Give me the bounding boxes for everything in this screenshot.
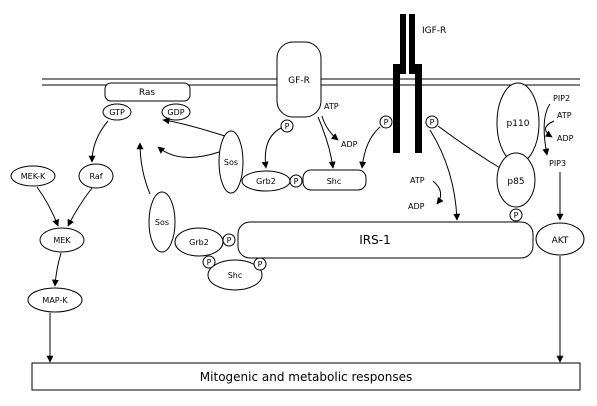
ras-box [104,82,191,102]
sos-upper-node [218,130,244,194]
grb2-upper-label: Grb2 [256,177,276,186]
shc-lower-node [207,259,263,291]
phospho-grb2-shc-upper [289,174,303,188]
shc-upper-label: Shc [327,177,342,186]
phospho-grb2-shc-lower [202,255,216,269]
atp-pi3k-label: ATP [557,111,572,120]
phospho-shc-irs [253,257,267,271]
phospho-label: P [258,260,263,269]
ras-label: Ras [139,88,156,98]
phospho-label: P [514,211,519,220]
sos-lower-label: Sos [155,218,169,227]
irs1-box [237,221,534,259]
atp-igf-label: ATP [410,176,425,185]
phospho-label: P [227,236,232,245]
shc-lower-label: Shc [228,271,243,280]
phospho-igfr-right [425,115,439,129]
adp-igf-label: ADP [408,202,425,211]
akt-node [535,222,585,256]
mek-node [39,227,85,253]
grb2-lower-label: Grb2 [189,238,209,247]
mek-k-node [10,165,56,187]
atp-grf-label: ATP [324,102,339,111]
sos-upper-label: Sos [224,158,238,167]
phospho-p85 [509,208,523,222]
igf-receptor [393,14,422,153]
akt-label: AKT [552,236,569,246]
map-k-node [27,287,83,313]
adp-grf-label: ADP [341,140,358,149]
p85-node [496,152,536,208]
gtp-node [102,103,132,121]
raf-label: Raf [89,172,102,181]
mek-k-label: MEK-K [21,172,46,181]
shc-upper-box [302,169,367,191]
phospho-label: P [384,118,389,127]
gtp-label: GTP [109,108,125,117]
mek-label: MEK [53,236,71,245]
phospho-gfr [280,119,294,133]
p110-label: p110 [507,119,530,129]
gdp-label: GDP [167,108,184,117]
phospho-label: P [294,177,299,186]
sos-lower-node [148,191,176,253]
adp-pi3k-label: ADP [557,134,574,143]
igf-r-label: IGF-R [422,26,446,36]
phospho-label: P [430,118,435,127]
irs1-label: IRS-1 [359,233,390,247]
phospho-grb2-irs [222,233,236,247]
pip2-label: PIP2 [553,94,570,103]
map-k-label: MAP-K [42,296,68,305]
responses-box [31,362,581,391]
raf-node [78,163,114,189]
pip3-label: PIP3 [549,159,566,168]
gf-r-label: GF-R [288,76,310,86]
gf-r-receptor [276,41,322,118]
phospho-label: P [207,258,212,267]
phospho-igfr-left [379,115,393,129]
phospho-label: P [285,122,290,131]
gdp-node [161,103,191,121]
responses-label: Mitogenic and metabolic responses [200,370,412,384]
p85-label: p85 [507,177,524,187]
